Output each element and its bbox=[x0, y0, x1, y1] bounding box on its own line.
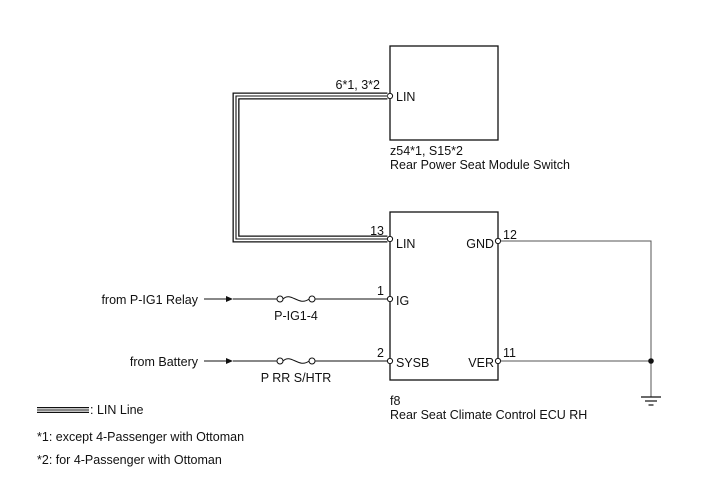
ecu-ver-terminal bbox=[494, 357, 502, 365]
input-p-ig1-relay-label: from P-IG1 Relay bbox=[101, 293, 198, 307]
ecu-pin-lin-label: LIN bbox=[396, 237, 415, 251]
ground-wire bbox=[500, 240, 652, 397]
fuse-p-ig1-4-icon bbox=[233, 295, 388, 303]
ecu-lin-terminal bbox=[386, 235, 394, 243]
upper-pin-label: LIN bbox=[396, 90, 415, 104]
ground-junction-dot bbox=[648, 358, 654, 364]
input-battery-label: from Battery bbox=[130, 355, 199, 369]
ecu-name: Rear Seat Climate Control ECU RH bbox=[390, 408, 587, 422]
upper-lin-terminal bbox=[386, 92, 394, 100]
ecu-pin-1-number: 1 bbox=[377, 284, 384, 298]
fuse-p-ig1-4-label: P-IG1-4 bbox=[274, 309, 318, 323]
legend-note-1: *1: except 4-Passenger with Ottoman bbox=[37, 430, 244, 444]
legend-note-2: *2: for 4-Passenger with Ottoman bbox=[37, 453, 222, 467]
upper-pin-numbers: 6*1, 3*2 bbox=[336, 78, 381, 92]
ecu-sysb-terminal bbox=[386, 357, 394, 365]
fuse-p-rr-s-htr-icon bbox=[233, 357, 388, 365]
ecu-pin-ig-label: IG bbox=[396, 294, 409, 308]
ecu-pin-sysb-label: SYSB bbox=[396, 356, 429, 370]
ecu-pin-12-number: 12 bbox=[503, 228, 517, 242]
fuse-p-rr-s-htr-label: P RR S/HTR bbox=[261, 371, 332, 385]
ecu-pin-11-number: 11 bbox=[503, 346, 516, 360]
upper-connector-code: z54*1, S15*2 bbox=[390, 144, 463, 158]
ecu-ig-terminal bbox=[386, 295, 394, 303]
upper-module-name: Rear Power Seat Module Switch bbox=[390, 158, 570, 172]
lin-line-wire bbox=[232, 92, 388, 243]
ecu-pin-gnd-label: GND bbox=[466, 237, 494, 251]
ground-symbol-icon bbox=[641, 396, 661, 406]
ecu-pin-ver-label: VER bbox=[468, 356, 494, 370]
legend-lin-line: : LIN Line bbox=[90, 403, 144, 417]
arrow-right-icon bbox=[226, 358, 233, 364]
arrow-right-icon bbox=[226, 296, 233, 302]
ecu-pin-2-number: 2 bbox=[377, 346, 384, 360]
ecu-pin-13-number: 13 bbox=[370, 224, 384, 238]
ecu-gnd-terminal bbox=[494, 237, 502, 245]
ecu-connector-code: f8 bbox=[390, 394, 400, 408]
